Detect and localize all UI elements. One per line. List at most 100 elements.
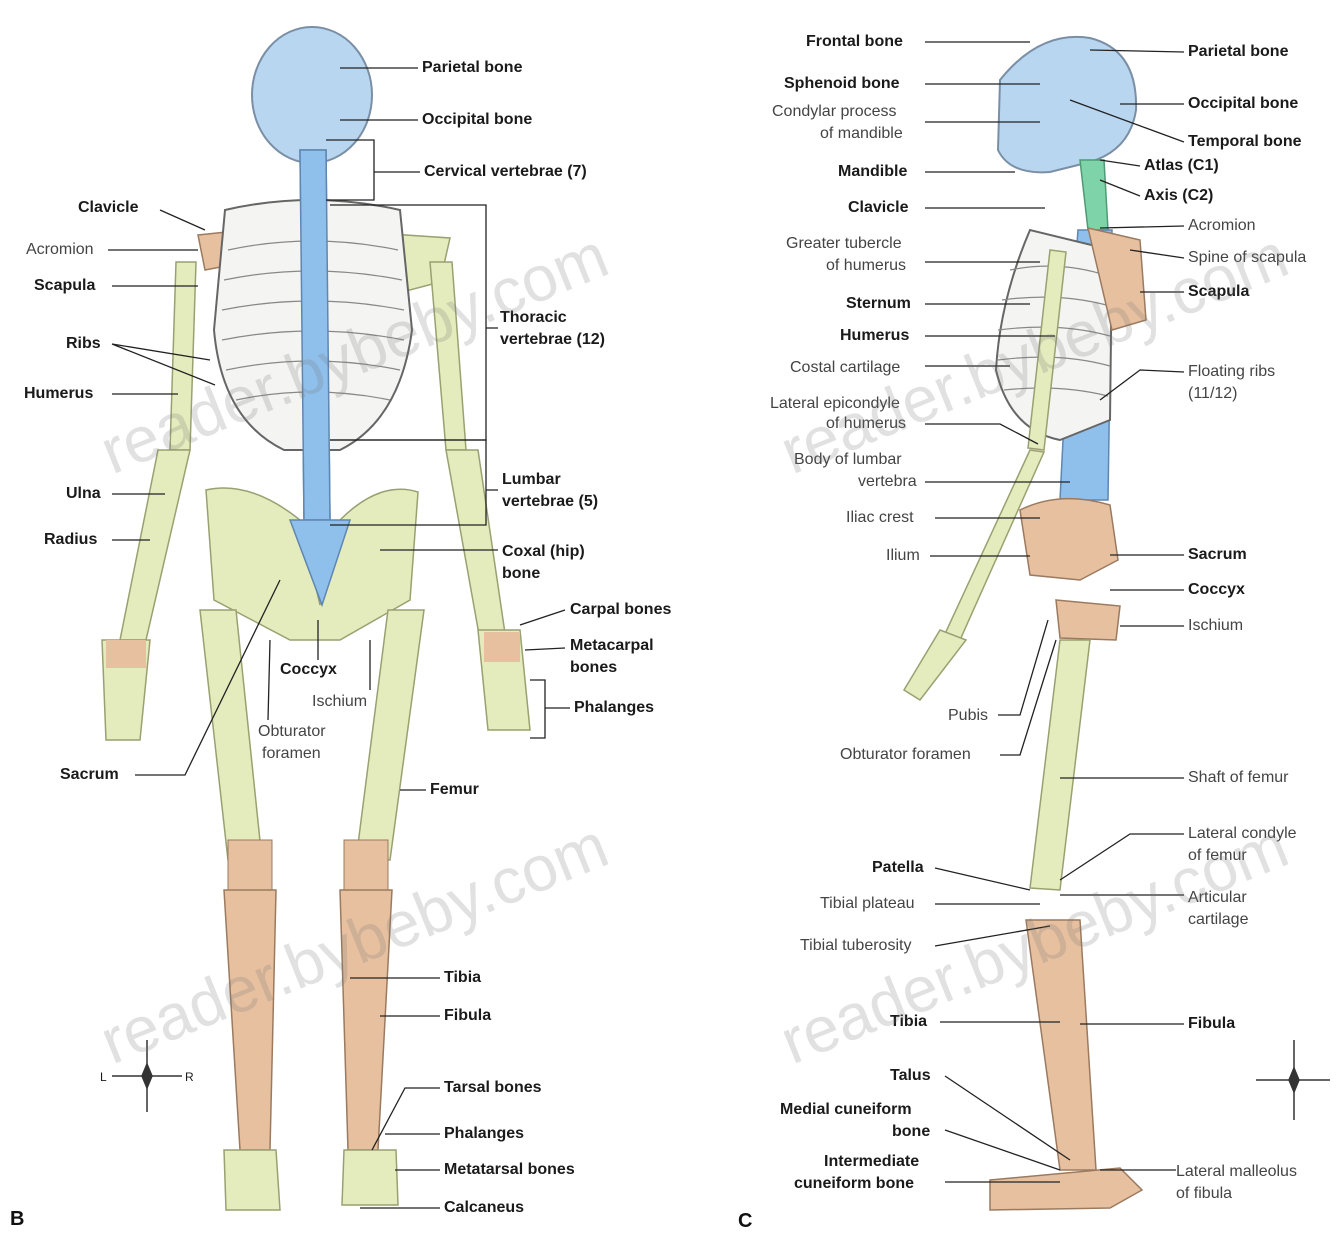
label-c-parietal-bone: Parietal bone [1188,42,1288,62]
label-c-greater-tubercle: Greater tubercle [786,234,902,254]
label-c-tibia: Tibia [890,1012,927,1032]
label-c-articular-cartilage: Articular [1188,888,1247,908]
label-c-floating-ribs: Floating ribs [1188,362,1275,382]
label-c-fibula: Fibula [1188,1014,1235,1034]
label-c-axis: Axis (C2) [1144,186,1213,206]
tibia-left-posterior [224,890,276,1150]
label-b-carpal-bones: Carpal bones [570,600,671,620]
label-c-costal-cartilage: Costal cartilage [790,358,900,378]
compass-rose-posterior [112,1040,182,1112]
cervical-lateral [1080,160,1108,230]
label-c-pubis: Pubis [948,706,988,726]
label-c-sacrum: Sacrum [1188,545,1247,565]
label-b-ulna: Ulna [66,484,101,504]
label-c-clavicle: Clavicle [848,198,908,218]
foot-left-posterior [224,1150,280,1210]
label-b-ribs: Ribs [66,334,101,354]
label-c-humerus: Humerus [840,326,909,346]
forearm-right-posterior [446,450,506,640]
label-c-body-lumbar-line2: vertebra [858,472,917,492]
label-b-sacrum: Sacrum [60,765,119,785]
label-c-mandible: Mandible [838,162,907,182]
label-b-tarsal-bones: Tarsal bones [444,1078,542,1098]
label-c-temporal-bone: Temporal bone [1188,132,1302,152]
label-b-fibula: Fibula [444,1006,491,1026]
label-b-clavicle: Clavicle [78,198,138,218]
label-b-phalanges-foot: Phalanges [444,1124,524,1144]
label-b-coxal-bone-line2: bone [502,564,540,584]
label-b-metacarpal-line2: bones [570,658,617,678]
label-c-patella: Patella [872,858,924,878]
label-c-scapula: Scapula [1188,282,1249,302]
label-c-ischium: Ischium [1188,616,1243,636]
panel-letter-c: C [738,1210,752,1233]
label-c-shaft-of-femur: Shaft of femur [1188,768,1289,788]
label-c-sternum: Sternum [846,294,911,314]
tibia-right-posterior [340,890,392,1150]
label-c-lateral-condyle-line2: of femur [1188,846,1247,866]
label-b-femur: Femur [430,780,479,800]
label-c-acromion: Acromion [1188,216,1256,236]
pelvis-lateral [1020,499,1118,580]
skull-lateral [998,37,1136,172]
label-c-ilium: Ilium [886,546,920,566]
label-c-lateral-condyle: Lateral condyle [1188,824,1297,844]
label-b-obturator-line2: foramen [262,744,321,764]
lateral-skeleton [904,37,1330,1210]
label-b-calcaneus: Calcaneus [444,1198,524,1218]
label-c-intermediate-cuneiform: Intermediate [824,1152,919,1172]
label-c-greater-tubercle-line2: of humerus [826,256,906,276]
label-b-lumbar-line2: vertebrae (5) [502,492,598,512]
label-b-acromion: Acromion [26,240,94,260]
hand-lateral [904,630,966,700]
tibia-lateral [1026,920,1096,1170]
femur-left-posterior [200,610,262,860]
label-b-occipital-bone: Occipital bone [422,110,532,130]
label-b-ischium: Ischium [312,692,367,712]
label-c-tibial-plateau: Tibial plateau [820,894,915,914]
label-c-lateral-malleolus-line2: of fibula [1176,1184,1232,1204]
femur-right-posterior [356,610,424,860]
label-b-cervical-vertebrae: Cervical vertebrae (7) [424,162,587,182]
label-c-condylar-process: Condylar process [772,102,897,122]
label-b-parietal-bone: Parietal bone [422,58,522,78]
label-b-metatarsal-bones: Metatarsal bones [444,1160,575,1180]
label-c-lateral-epicondyle: Lateral epicondyle [770,394,900,414]
skull-posterior [252,27,372,163]
compass-b-left: L [100,1067,107,1087]
label-c-medial-cuneiform: Medial cuneiform [780,1100,912,1120]
label-c-frontal-bone: Frontal bone [806,32,903,52]
label-b-scapula: Scapula [34,276,95,296]
label-b-radius: Radius [44,530,97,550]
label-c-floating-ribs-line2: (11/12) [1188,384,1238,404]
compass-rose-lateral [1256,1040,1330,1120]
femur-lateral [1030,640,1090,890]
label-c-atlas: Atlas (C1) [1144,156,1219,176]
label-b-phalanges-hand: Phalanges [574,698,654,718]
label-c-lateral-malleolus: Lateral malleolus [1176,1162,1297,1182]
label-c-condylar-process-line2: of mandible [820,124,903,144]
label-c-tibial-tuberosity: Tibial tuberosity [800,936,911,956]
label-c-sphenoid-bone: Sphenoid bone [784,74,900,94]
label-b-thoracic-line2: vertebrae (12) [500,330,605,350]
label-c-coccyx: Coccyx [1188,580,1245,600]
label-c-lateral-epicondyle-line2: of humerus [826,414,906,434]
label-b-coccyx: Coccyx [280,660,337,680]
label-c-body-lumbar: Body of lumbar [794,450,902,470]
label-b-obturator: Obturator [258,722,326,742]
label-c-medial-cuneiform-line2: bone [892,1122,930,1142]
panel-letter-b: B [10,1208,24,1231]
label-b-tibia: Tibia [444,968,481,988]
label-c-obturator-foramen: Obturator foramen [840,745,971,765]
label-c-occipital-bone: Occipital bone [1188,94,1298,114]
foot-lateral [990,1168,1142,1210]
humerus-right-posterior [430,262,466,450]
label-c-talus: Talus [890,1066,931,1086]
compass-b-right: R [185,1067,194,1087]
label-b-thoracic: Thoracic [500,308,567,328]
label-b-metacarpal: Metacarpal [570,636,654,656]
label-b-lumbar: Lumbar [502,470,561,490]
label-c-articular-cartilage-line2: cartilage [1188,910,1248,930]
femur-head-lateral [1056,600,1120,640]
